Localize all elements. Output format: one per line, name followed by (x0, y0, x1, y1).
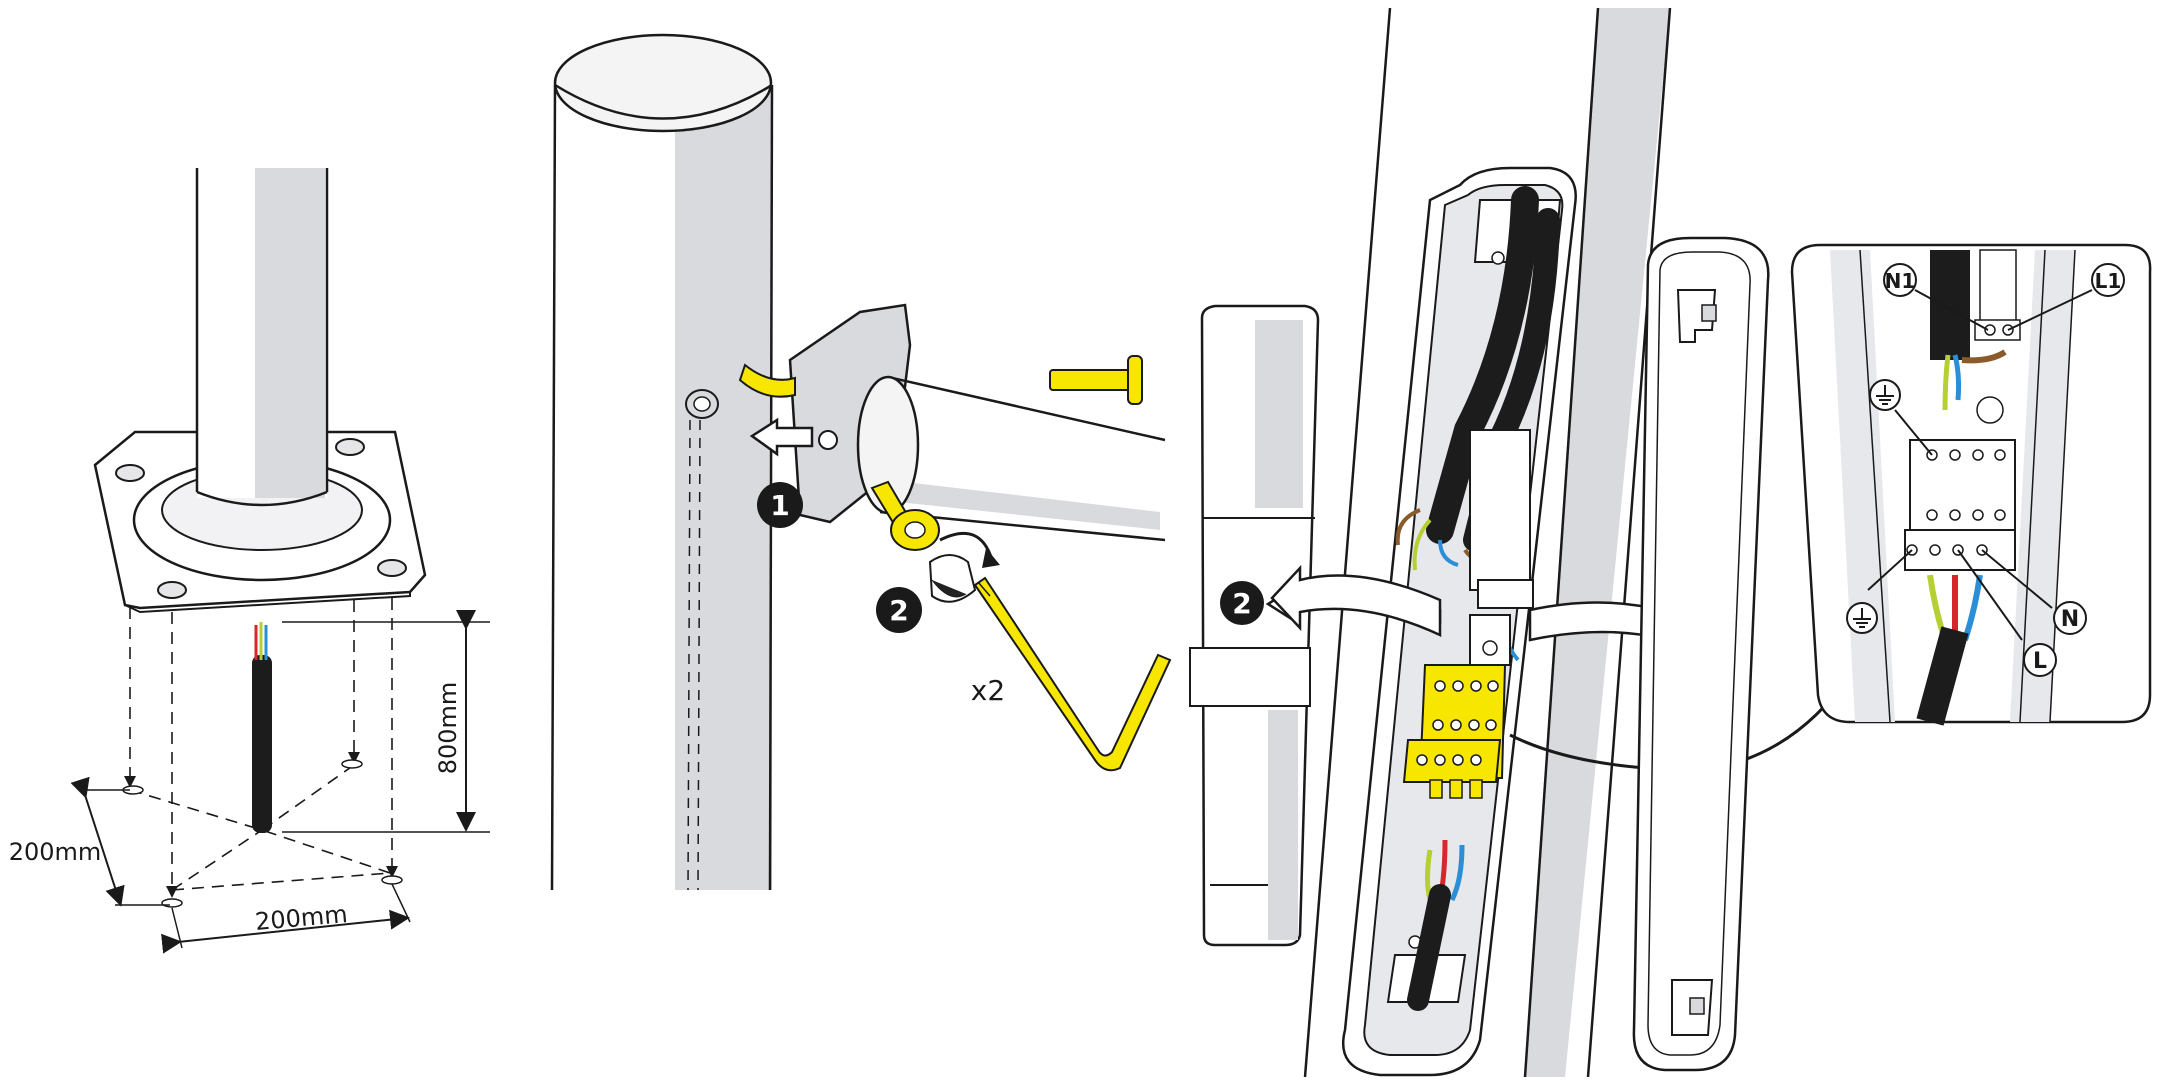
label-l1: L1 (2091, 263, 2125, 297)
screw-icon (870, 480, 940, 551)
quantity-label: x2 (971, 674, 1005, 707)
label-n: N (2053, 601, 2087, 635)
bolt-hole (335, 438, 365, 456)
remove-left-arrow (1270, 564, 1442, 637)
svg-text:1: 1 (770, 489, 789, 522)
foundation-panel: 800mm 200mm 200mm (9, 168, 490, 954)
label-l: L (2023, 643, 2057, 677)
enclosure-panel: 2 1 (1189, 7, 1860, 1078)
bolt-hole (377, 559, 407, 577)
step-badge-1: 1 (757, 482, 803, 528)
step-badge-2: 2 (876, 587, 922, 633)
push-arrow (749, 417, 814, 457)
bolt-hole (157, 581, 187, 599)
label-n1: N1 (1883, 263, 1917, 297)
bracket-panel: x2 1 2 (550, 33, 1172, 891)
step-badge-2: 2 (1220, 581, 1264, 625)
svg-text:N: N (2061, 607, 2079, 632)
allen-key-icon (973, 576, 1172, 772)
earth-ground-icon (1846, 602, 1878, 634)
svg-text:N1: N1 (1885, 269, 1916, 293)
supply-cable (252, 655, 272, 833)
bolt-hole (115, 464, 145, 482)
svg-text:L1: L1 (2095, 269, 2122, 293)
earth-ground-icon (1869, 379, 1901, 411)
bottom-dimension-label: 200mm (254, 900, 349, 936)
svg-text:2: 2 (889, 594, 908, 627)
front-cover (1632, 236, 1770, 1072)
svg-text:L: L (2033, 649, 2047, 674)
pole-top (553, 33, 773, 133)
side-cover-left (1189, 304, 1320, 947)
svg-text:2: 2 (1232, 587, 1251, 620)
height-dimension-label: 800mm (434, 682, 462, 775)
diagonal-dimension-label: 200mm (9, 838, 102, 866)
terminal-detail-panel: N1 L1 N L (1790, 243, 2152, 726)
screw-icon (1049, 355, 1143, 405)
yellow-terminal-block (1402, 664, 1507, 799)
